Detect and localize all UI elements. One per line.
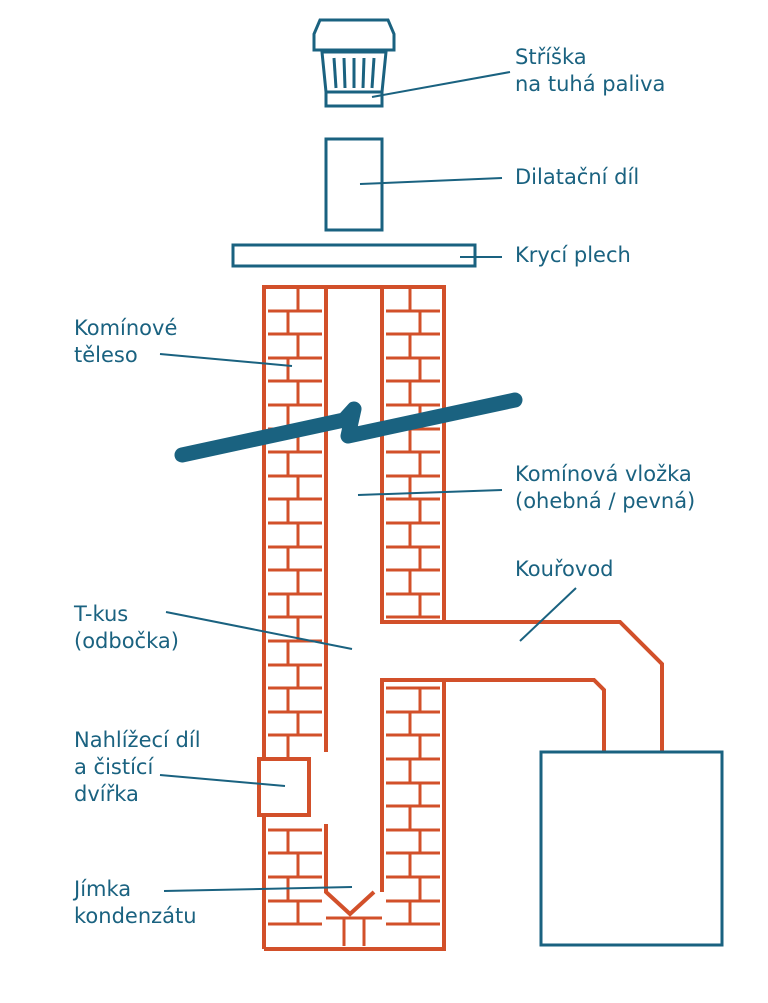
flue-inner-wall-right-lower <box>380 678 444 892</box>
label-kominova-vlozka: Komínová vložka (ohebná / pevná) <box>515 462 696 513</box>
label-kominove-teleso: Komínové těleso <box>74 316 178 367</box>
flue-inner-wall-left-lower <box>324 824 376 917</box>
label-dilatacni: Dilatační díl <box>515 165 640 189</box>
label-kourovod: Kouřovod <box>515 557 614 581</box>
flue-pipe <box>444 620 664 752</box>
chimney-cap <box>312 18 396 108</box>
roof-line <box>174 392 523 463</box>
chimney-body <box>262 285 446 951</box>
leader-kourovod <box>519 587 577 642</box>
label-striska: Stříška na tuhá paliva <box>515 45 666 96</box>
inspection-door <box>257 757 311 817</box>
label-jimka: Jímka kondenzátu <box>74 877 197 928</box>
label-nahlizeci: Nahlížecí díl a čistící dvířka <box>74 728 201 806</box>
label-t-kus: T-kus (odbočka) <box>74 602 179 653</box>
label-kryci: Krycí plech <box>515 243 631 267</box>
leader-tkus <box>165 611 353 650</box>
leader-vlozka <box>357 489 503 496</box>
cover-plate <box>231 243 477 268</box>
leader-dilatacni <box>359 177 503 185</box>
leader-lines <box>159 71 577 892</box>
chimney-outer-wall <box>262 285 446 949</box>
leader-nahlizeci <box>159 774 286 787</box>
leader-jimka <box>163 886 353 892</box>
boiler <box>539 750 724 947</box>
leader-striska <box>371 71 511 98</box>
dilatation-piece <box>324 137 384 232</box>
leader-teleso <box>159 353 293 367</box>
flue-inner-wall-right-upper <box>380 287 444 624</box>
chimney-outer-wall-lower <box>264 680 446 951</box>
